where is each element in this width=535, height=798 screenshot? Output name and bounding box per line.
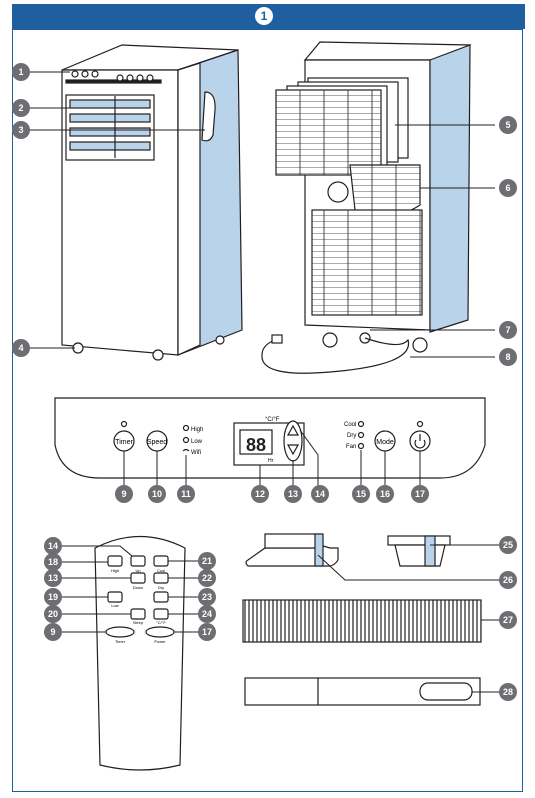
remote-sleep-label: Sleep <box>133 620 144 625</box>
callout-10: 10 <box>152 489 162 499</box>
callout-remote-19: 19 <box>48 592 58 602</box>
remote-control <box>94 535 186 771</box>
remote-high-label: High <box>111 568 119 573</box>
callout-8: 8 <box>505 352 510 362</box>
back-unit <box>261 41 472 374</box>
callout-remote-21: 21 <box>202 556 212 566</box>
callout-remote-14: 14 <box>48 541 58 551</box>
front-unit <box>61 44 243 361</box>
timer-button-label: Timer <box>115 439 133 446</box>
callout-2: 2 <box>18 103 23 113</box>
callout-3: 3 <box>18 125 23 135</box>
figure-number: 1 <box>255 7 273 25</box>
callout-remote-23: 23 <box>202 592 212 602</box>
remote-up-label: Up <box>135 568 141 573</box>
exhaust-hose <box>242 599 482 643</box>
control-panel <box>54 397 486 479</box>
remote-low-label: Low <box>111 603 118 608</box>
remote-cool-label: Cool <box>157 568 165 573</box>
callout-13: 13 <box>288 489 298 499</box>
callout-remote-17: 17 <box>202 627 212 637</box>
low-indicator-label: Low <box>191 439 203 445</box>
mode-button-label: Mode <box>376 439 394 446</box>
hr-indicator-label: Hr <box>268 458 274 464</box>
remote-cf-label: °C/°F <box>156 620 166 625</box>
callout-remote-13: 13 <box>48 573 58 583</box>
callout-badges <box>12 63 517 701</box>
callout-6: 6 <box>505 183 510 193</box>
callout-remote-22: 22 <box>202 573 212 583</box>
callout-9: 9 <box>121 489 126 499</box>
remote-timer-label: Timer <box>115 639 126 644</box>
window-adapter <box>245 533 339 567</box>
callout-remote-9: 9 <box>50 627 55 637</box>
callout-15: 15 <box>356 489 366 499</box>
callout-remote-18: 18 <box>48 557 58 567</box>
callout-26: 26 <box>503 575 513 585</box>
callout-remote-20: 20 <box>48 609 58 619</box>
callout-25: 25 <box>503 540 513 550</box>
temperature-display: 88 <box>246 435 266 455</box>
callout-28: 28 <box>503 687 513 697</box>
wifi-indicator-label: Wifi <box>191 450 201 456</box>
callout-5: 5 <box>505 120 510 130</box>
remote-power-label: Power <box>154 639 166 644</box>
callout-27: 27 <box>503 615 513 625</box>
remote-down-label: Down <box>133 585 143 590</box>
callout-4: 4 <box>18 343 23 353</box>
hose-adapter <box>387 535 451 567</box>
window-slide-kit <box>244 677 481 706</box>
callout-17: 17 <box>415 489 425 499</box>
callout-11: 11 <box>181 489 191 499</box>
figure-border <box>12 29 523 792</box>
remote-dry-label: Dry <box>158 585 164 590</box>
cool-indicator-label: Cool <box>344 422 356 428</box>
cf-indicator-label: °C/°F <box>265 417 280 423</box>
leader-lines <box>28 71 500 693</box>
callout-12: 12 <box>255 489 265 499</box>
callout-remote-24: 24 <box>202 609 212 619</box>
callout-1: 1 <box>18 67 23 77</box>
speed-button-label: Speed <box>147 439 167 446</box>
callout-7: 7 <box>505 325 510 335</box>
callout-14: 14 <box>315 489 325 499</box>
dry-indicator-label: Dry <box>347 433 356 439</box>
callout-16: 16 <box>380 489 390 499</box>
high-indicator-label: High <box>191 427 203 433</box>
fan-indicator-label: Fan <box>346 444 356 450</box>
